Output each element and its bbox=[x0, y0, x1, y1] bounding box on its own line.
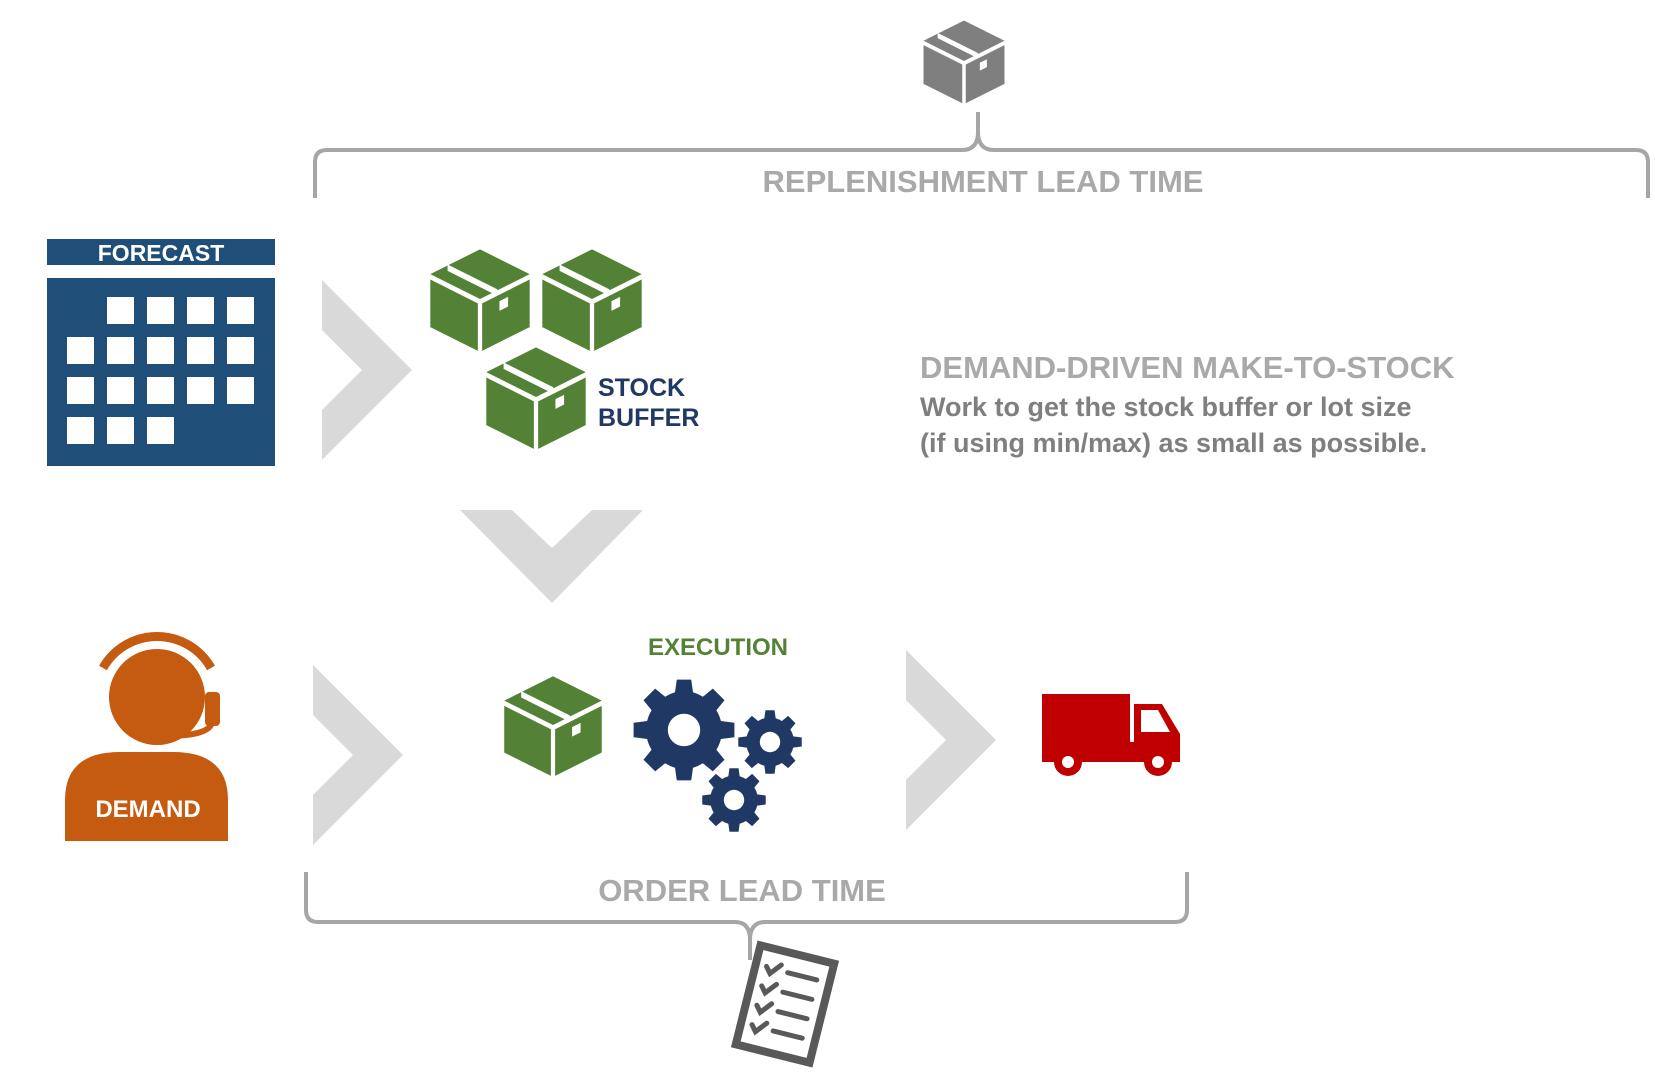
calendar-icon: FORECAST bbox=[47, 239, 275, 466]
truck-icon bbox=[1042, 694, 1180, 776]
forecast-label: FORECAST bbox=[98, 240, 225, 266]
order-bracket bbox=[304, 872, 1189, 960]
checklist-icon bbox=[730, 940, 840, 1068]
replenishment-label: REPLENISHMENT LEAD TIME bbox=[763, 164, 1204, 199]
chevron-right-icon bbox=[322, 280, 412, 460]
description-line2: (if using min/max) as small as possible. bbox=[920, 428, 1427, 458]
execution-label: EXECUTION bbox=[648, 634, 788, 661]
description-line1: Work to get the stock buffer or lot size bbox=[920, 392, 1412, 422]
chevron-right-icon bbox=[906, 650, 996, 830]
box-icon bbox=[923, 20, 1005, 104]
box-icon bbox=[504, 676, 602, 776]
stock-buffer-line2: BUFFER bbox=[598, 404, 699, 432]
description-title: DEMAND-DRIVEN MAKE-TO-STOCK bbox=[920, 350, 1455, 385]
gears-icon bbox=[633, 679, 802, 832]
calendar-days bbox=[67, 297, 254, 444]
stock-buffer-line1: STOCK bbox=[598, 374, 685, 402]
replenishment-bracket bbox=[313, 112, 1650, 198]
headset-person-icon: DEMAND bbox=[65, 631, 228, 841]
chevron-down-icon bbox=[460, 510, 643, 603]
chevron-right-icon bbox=[313, 665, 403, 845]
order-label: ORDER LEAD TIME bbox=[598, 873, 886, 908]
demand-label: DEMAND bbox=[95, 796, 200, 823]
